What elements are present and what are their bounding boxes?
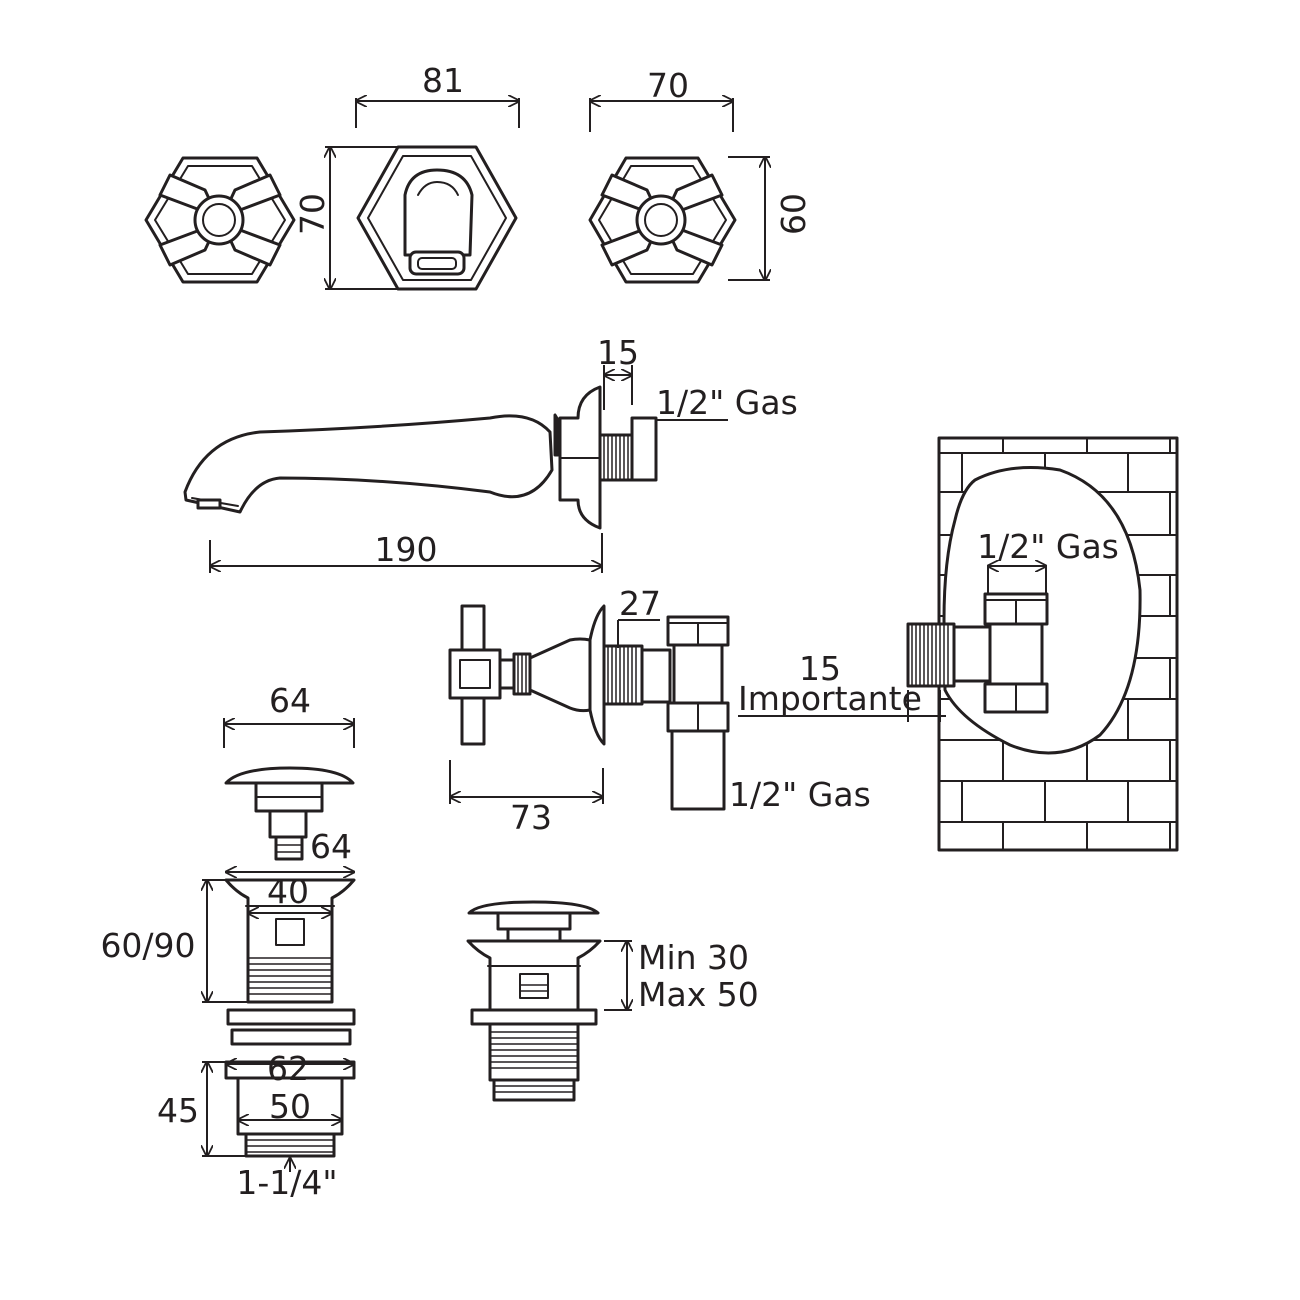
- label-73: 73: [510, 798, 552, 837]
- label-max-50: Max 50: [638, 975, 759, 1014]
- label-15-spout: 15: [597, 333, 639, 372]
- wall-section: [738, 436, 1179, 852]
- label-62: 62: [267, 1049, 309, 1088]
- dim-waste-60-90: [202, 880, 248, 1002]
- dim-wall-15: [738, 690, 946, 722]
- spout-thread: [603, 436, 629, 479]
- side-view-valve: [448, 604, 730, 811]
- label-60-side: 60: [774, 193, 813, 235]
- label-50: 50: [269, 1087, 311, 1126]
- dim-top-60-height: [728, 157, 770, 280]
- label-64-body: 64: [310, 827, 352, 866]
- label-81: 81: [422, 61, 464, 100]
- dim-top-81: [356, 98, 519, 128]
- dim-top-70-width: [590, 98, 733, 132]
- valve-thread: [607, 647, 637, 703]
- waste-thread-1: [248, 957, 332, 995]
- top-view-left-handle: [144, 156, 296, 284]
- label-45: 45: [157, 1091, 199, 1130]
- dim-spout-15: [604, 365, 632, 410]
- label-64-cap: 64: [269, 681, 311, 720]
- waste-assembled: [466, 900, 602, 1102]
- label-60-90: 60/90: [100, 926, 195, 965]
- dim-waste-45: [202, 1062, 246, 1156]
- label-70-side: 70: [293, 193, 332, 235]
- label-gas-spout: 1/2" Gas: [656, 383, 798, 422]
- label-gas-valve: 1/2" Gas: [729, 775, 871, 814]
- label-15-wall: 15: [799, 649, 841, 688]
- top-view-right-handle: [588, 156, 737, 284]
- dim-waste-64-cap: [224, 718, 354, 748]
- wall-elbow: [906, 566, 1049, 714]
- label-27: 27: [619, 584, 661, 623]
- dim-valve-27: [617, 619, 660, 648]
- dim-waste-adjust: [604, 941, 632, 1010]
- wall-thread: [911, 625, 949, 685]
- top-view-spout: [356, 145, 518, 291]
- label-min-30: Min 30: [638, 938, 749, 977]
- waste-thread-2: [490, 1031, 578, 1069]
- label-70-top: 70: [647, 66, 689, 105]
- label-gas-wall: 1/2" Gas: [977, 527, 1119, 566]
- dim-top-70-height: [325, 147, 400, 289]
- dim-valve-73: [450, 760, 603, 804]
- side-view-spout: [183, 385, 658, 530]
- dim-spout-190: [210, 533, 602, 573]
- label-importante: Importante: [738, 679, 922, 718]
- label-pipe: 1-1/4": [236, 1163, 337, 1202]
- label-40: 40: [267, 872, 309, 911]
- label-190: 190: [375, 530, 438, 569]
